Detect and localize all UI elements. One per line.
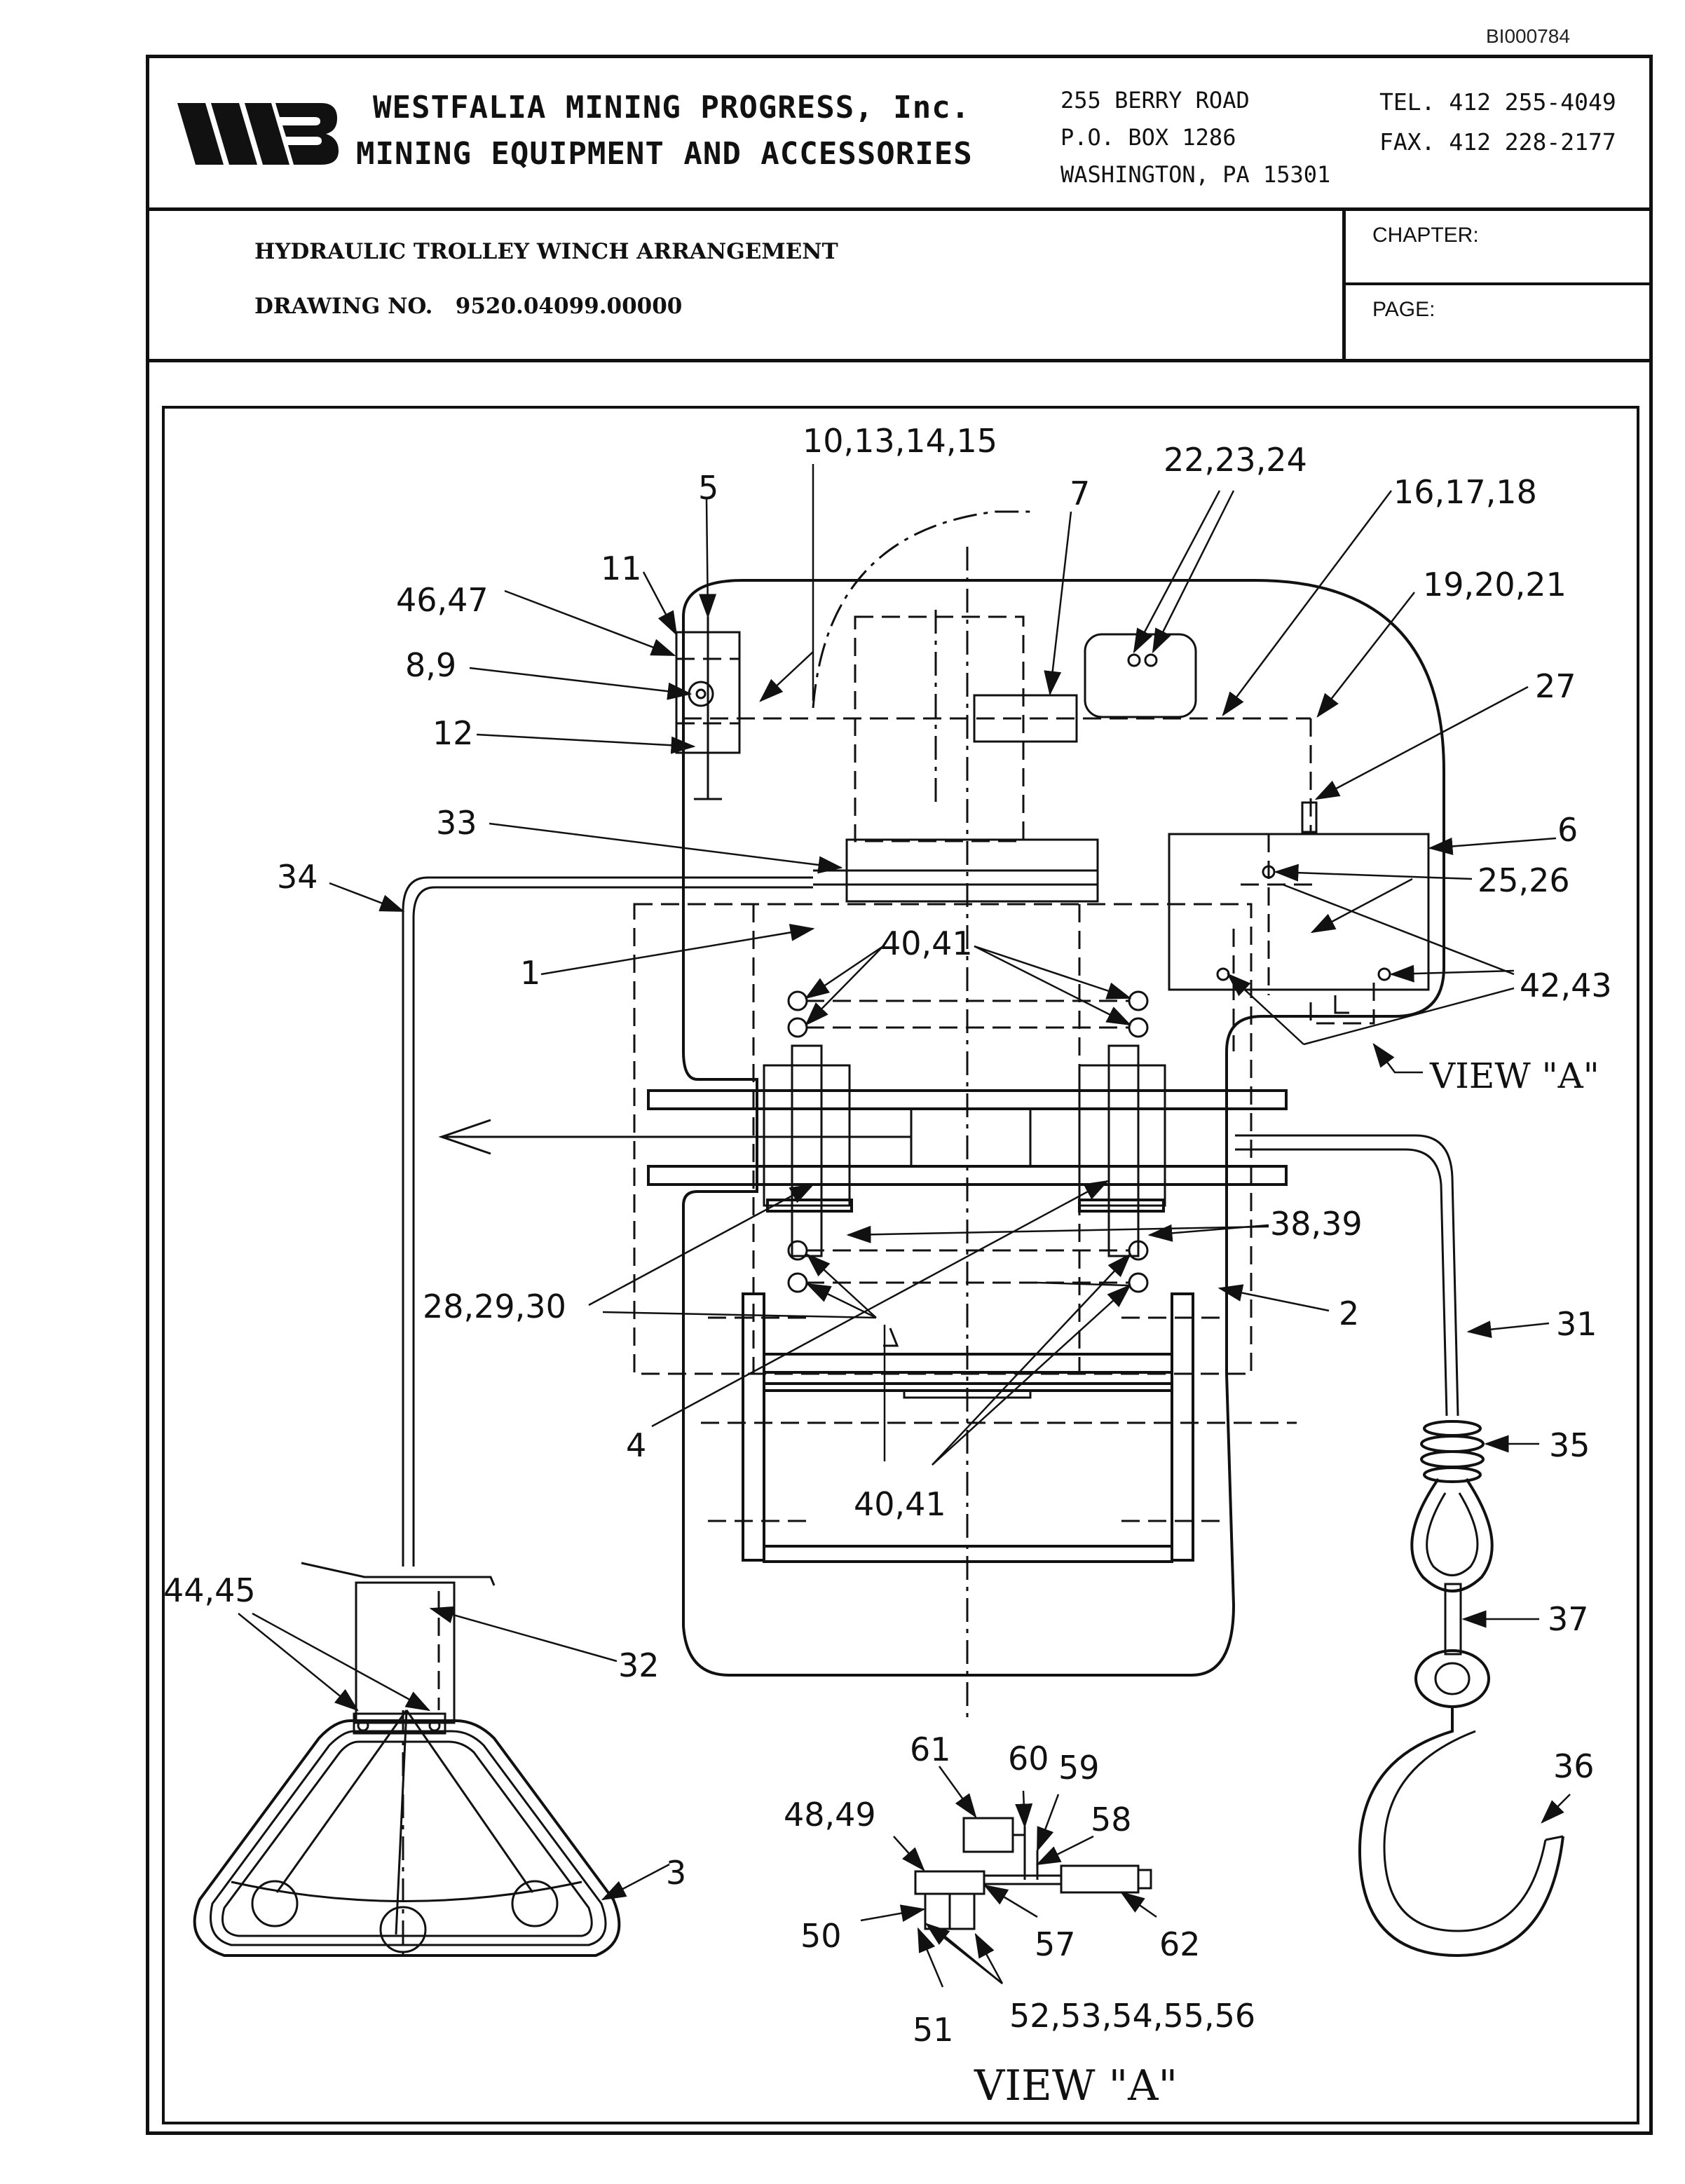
callout-57: 57 [1035, 1925, 1076, 1963]
address-line2: P.O. BOX 1286 [1060, 124, 1236, 151]
drawing-number-label: DRAWING NO. [254, 294, 433, 319]
callout-28-29-30: 28,29,30 [423, 1288, 566, 1325]
page-field: PAGE: [1372, 297, 1435, 321]
company-logo [177, 103, 339, 165]
view-a-reference: VIEW "A" [1429, 1056, 1599, 1096]
callout-40-41-upper: 40,41 [880, 924, 973, 962]
callout-37: 37 [1548, 1600, 1589, 1638]
callout-labels: 10,13,14,15 5 7 22,23,24 16,17,18 19,20,… [163, 422, 1612, 2110]
drawing-title: HYDRAULIC TROLLEY WINCH ARRANGEMENT [254, 239, 838, 264]
rope-clips [1420, 1420, 1485, 1483]
callout-44-45: 44,45 [163, 1571, 256, 1609]
callout-46-47: 46,47 [396, 581, 489, 619]
chapter-page-box: CHAPTER: PAGE: [1342, 211, 1653, 359]
company-name-line2: MINING EQUIPMENT AND ACCESSORIES [356, 136, 973, 172]
callout-36: 36 [1553, 1747, 1595, 1785]
callout-8-9: 8,9 [405, 646, 456, 684]
callout-61: 61 [910, 1731, 951, 1768]
callout-3: 3 [666, 1854, 686, 1892]
callout-42-43: 42,43 [1520, 967, 1612, 1004]
address-line1: 255 BERRY ROAD [1060, 87, 1250, 114]
callout-62: 62 [1159, 1925, 1201, 1963]
callout-51: 51 [913, 2011, 954, 2049]
callout-6: 6 [1557, 811, 1578, 849]
callout-52-53-54-55-56: 52,53,54,55,56 [1009, 1997, 1255, 2035]
control-pendant [193, 876, 813, 1957]
fax: FAX. 412 228-2177 [1379, 128, 1616, 156]
callout-11: 11 [601, 550, 642, 587]
callout-59: 59 [1058, 1749, 1100, 1787]
callout-35: 35 [1549, 1426, 1590, 1464]
callout-48-49: 48,49 [784, 1796, 876, 1834]
document-id: BI000784 [1486, 25, 1570, 47]
callout-5: 5 [698, 469, 718, 507]
trolley-winch-assembly [438, 510, 1564, 1958]
callout-31: 31 [1556, 1305, 1597, 1343]
address-line3: WASHINGTON, PA 15301 [1060, 161, 1331, 188]
chapter-field: CHAPTER: [1346, 211, 1653, 285]
callout-32: 32 [618, 1646, 660, 1684]
callout-27: 27 [1535, 667, 1576, 705]
callout-12: 12 [432, 714, 474, 752]
callout-50: 50 [800, 1917, 842, 1955]
callout-40-41-lower: 40,41 [854, 1485, 946, 1523]
drawing-frame [162, 406, 1639, 2124]
callout-34: 34 [277, 858, 318, 896]
callout-4: 4 [626, 1426, 646, 1464]
company-address: 255 BERRY ROAD P.O. BOX 1286 WASHINGTON,… [1060, 82, 1330, 193]
callout-58: 58 [1091, 1801, 1132, 1838]
leader-lines [238, 464, 1571, 1988]
callout-16-17-18: 16,17,18 [1393, 473, 1537, 511]
callout-25-26: 25,26 [1478, 861, 1570, 899]
company-name-line1: WESTFALIA MINING PROGRESS, Inc. [373, 90, 971, 125]
drawing-number: DRAWING NO. 9520.04099.00000 [254, 294, 682, 319]
callout-33: 33 [436, 804, 477, 842]
callout-7: 7 [1070, 475, 1090, 512]
drawing-sheet: WESTFALIA MINING PROGRESS, Inc. MINING E… [146, 55, 1653, 2135]
callout-10-13-14-15: 10,13,14,15 [803, 422, 997, 460]
callout-19-20-21: 19,20,21 [1423, 566, 1567, 603]
callout-2: 2 [1339, 1295, 1359, 1332]
company-header: WESTFALIA MINING PROGRESS, Inc. MINING E… [149, 58, 1649, 211]
company-name: WESTFALIA MINING PROGRESS, Inc. MINING E… [356, 85, 973, 177]
company-contact: TEL. 412 255-4049 FAX. 412 228-2177 [1379, 82, 1616, 162]
callout-22-23-24: 22,23,24 [1164, 441, 1307, 479]
title-block: HYDRAULIC TROLLEY WINCH ARRANGEMENT DRAW… [149, 211, 1653, 362]
callout-38-39: 38,39 [1270, 1205, 1363, 1243]
drawing-number-value: 9520.04099.00000 [455, 294, 683, 319]
callout-1: 1 [520, 954, 540, 992]
callout-60: 60 [1008, 1740, 1049, 1777]
view-a-title: VIEW "A" [974, 2061, 1178, 2110]
telephone: TEL. 412 255-4049 [1379, 88, 1616, 116]
